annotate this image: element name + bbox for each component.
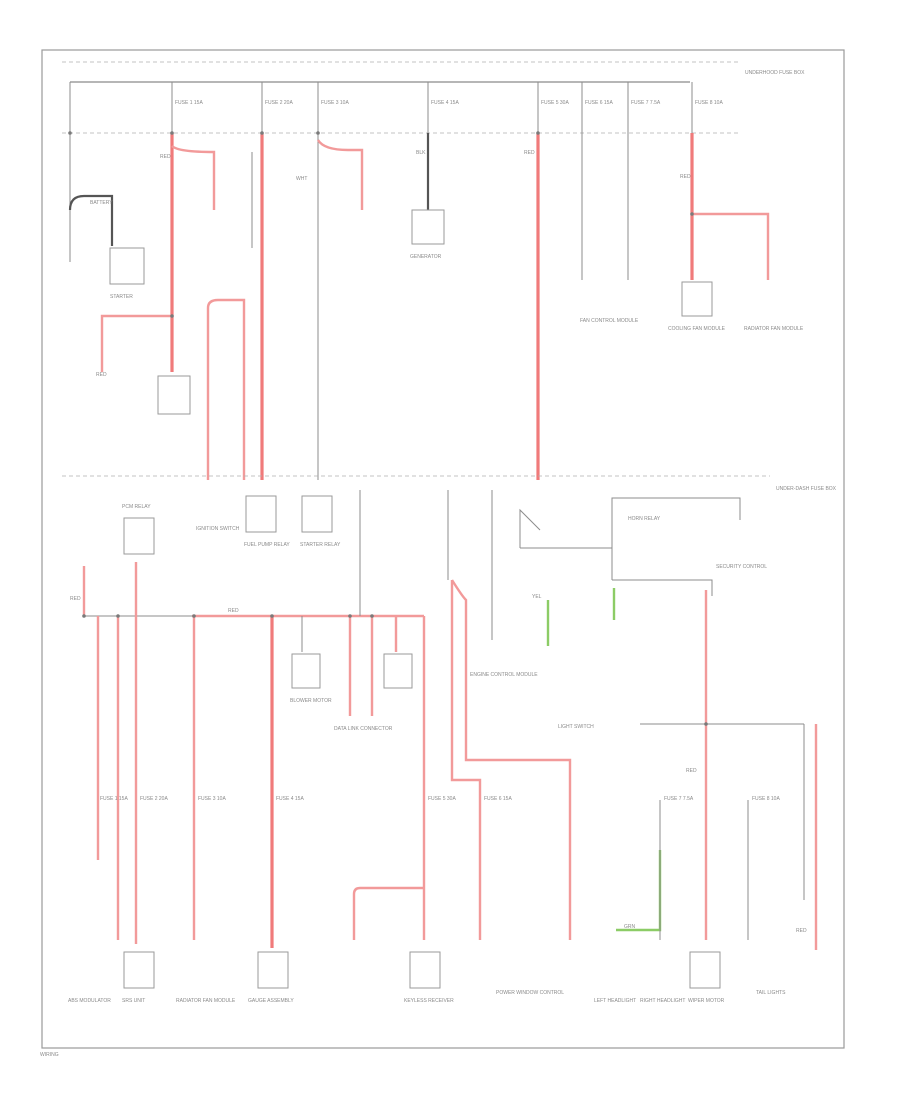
svg-text:FUSE 5 30A: FUSE 5 30A	[428, 796, 456, 802]
svg-text:RED: RED	[524, 150, 535, 156]
svg-text:FUSE 8 10A: FUSE 8 10A	[752, 796, 780, 802]
wire-red-starter-relay	[206, 298, 246, 480]
starter-box	[109, 247, 145, 285]
label-ignition-switch: IGNITION SWITCH	[196, 526, 240, 532]
svg-text:FUSE 6 15A: FUSE 6 15A	[585, 100, 613, 106]
horn-relay-box	[611, 497, 741, 580]
fuel-pump-box	[245, 495, 277, 533]
label-gauge: GAUGE ASSEMBLY	[248, 998, 294, 1004]
battery-ground	[68, 194, 114, 246]
top-fuse-drops	[69, 82, 693, 133]
label-horn-relay: HORN RELAY	[628, 516, 661, 522]
bottom-fuse-labels: FUSE 1 15A FUSE 2 20A FUSE 3 10A FUSE 4 …	[100, 796, 780, 802]
footer-code: WIRING	[40, 1052, 59, 1058]
top-fuse-labels: FUSE 1 15A FUSE 2 20A FUSE 3 10A FUSE 4 …	[175, 100, 723, 106]
svg-text:RED: RED	[228, 608, 239, 614]
label-pcm-relay: PCM RELAY	[122, 504, 151, 510]
svg-text:RED: RED	[96, 372, 107, 378]
label-fuel-pump: FUEL PUMP RELAY	[244, 542, 290, 548]
wiper-box	[689, 951, 721, 989]
label-battery: BATTERY	[90, 200, 113, 206]
condenser-fan-box	[681, 281, 713, 317]
svg-text:WHT: WHT	[296, 176, 307, 182]
svg-text:BLK: BLK	[416, 150, 426, 156]
svg-text:RED: RED	[160, 154, 171, 160]
diagram-frame	[41, 49, 845, 1049]
label-right-lamp: RIGHT HEADLIGHT	[640, 998, 685, 1004]
blower-motor-box	[291, 653, 321, 689]
splice-nodes	[68, 131, 708, 726]
label-grn-wire: GRN	[624, 924, 636, 930]
svg-text:YEL: YEL	[532, 594, 542, 600]
label-power-window: POWER WINDOW CONTROL	[496, 990, 564, 996]
label-light-switch: LIGHT SWITCH	[558, 724, 594, 730]
wire-red-center-diag	[450, 580, 482, 940]
svg-text:FUSE 5 30A: FUSE 5 30A	[541, 100, 569, 106]
keyless-box	[409, 951, 441, 989]
label-wiper: WIPER MOTOR	[688, 998, 725, 1004]
wire-red-col-3-hook	[316, 139, 364, 210]
wire-red-top-left-hook	[171, 145, 216, 210]
label-data-link: DATA LINK CONNECTOR	[334, 726, 393, 732]
label-starter: STARTER	[110, 294, 133, 300]
label-generator: GENERATOR	[410, 254, 442, 260]
svg-text:FUSE 1 15A: FUSE 1 15A	[175, 100, 203, 106]
data-link-box	[383, 653, 413, 689]
svg-text:FUSE 2 20A: FUSE 2 20A	[265, 100, 293, 106]
svg-text:FUSE 3 10A: FUSE 3 10A	[321, 100, 349, 106]
fan-relay-box	[157, 375, 191, 415]
label-power-dist-top: UNDERHOOD FUSE BOX	[745, 70, 805, 76]
svg-text:FUSE 4 15A: FUSE 4 15A	[276, 796, 304, 802]
srs-unit-box	[123, 951, 155, 989]
wire-red-fan-right-branch	[692, 212, 770, 280]
wire-red-bottom-hook	[352, 886, 424, 940]
label-engine-ctrl: ENGINE CONTROL MODULE	[470, 672, 538, 678]
svg-text:RED: RED	[70, 596, 81, 602]
svg-text:FUSE 3 10A: FUSE 3 10A	[198, 796, 226, 802]
horn-relay-lower	[612, 579, 713, 596]
wire-red-center-diag-2	[450, 579, 572, 940]
svg-text:FUSE 8 10A: FUSE 8 10A	[695, 100, 723, 106]
label-blower-motor: BLOWER MOTOR	[290, 698, 332, 704]
wire-color-annotations: RED RED WHT BLK RED RED RED RED YEL RED …	[70, 150, 807, 934]
label-power-dist-mid: UNDER-DASH FUSE BOX	[776, 486, 837, 492]
gauge-box	[257, 951, 289, 989]
label-starter-relay: STARTER RELAY	[300, 542, 341, 548]
svg-text:FUSE 2 20A: FUSE 2 20A	[140, 796, 168, 802]
svg-text:FUSE 1 15A: FUSE 1 15A	[100, 796, 128, 802]
svg-text:RED: RED	[796, 928, 807, 934]
svg-text:FUSE 7 7.5A: FUSE 7 7.5A	[631, 100, 661, 106]
label-tail: TAIL LIGHTS	[756, 990, 786, 996]
wire-red-left-branch	[100, 314, 172, 372]
label-left-lamp: LEFT HEADLIGHT	[594, 998, 636, 1004]
label-srs-unit: SRS UNIT	[122, 998, 145, 1004]
label-condenser-fan: COOLING FAN MODULE	[668, 326, 726, 332]
label-fan-control-top: FAN CONTROL MODULE	[580, 318, 639, 324]
label-abs-unit: ABS MODULATOR	[68, 998, 111, 1004]
pcm-relay-box	[123, 517, 155, 555]
svg-text:RED: RED	[680, 174, 691, 180]
svg-text:FUSE 7 7.5A: FUSE 7 7.5A	[664, 796, 694, 802]
ignition-switch-box	[519, 508, 612, 549]
svg-text:RED: RED	[686, 768, 697, 774]
generator-box	[411, 209, 445, 245]
svg-text:FUSE 4 15A: FUSE 4 15A	[431, 100, 459, 106]
label-radiator-fan: RADIATOR FAN MODULE	[744, 326, 804, 332]
label-security: SECURITY CONTROL	[716, 564, 767, 570]
svg-text:FUSE 6 15A: FUSE 6 15A	[484, 796, 512, 802]
label-radiator-bottom: RADIATOR FAN MODULE	[176, 998, 236, 1004]
label-keyless: KEYLESS RECEIVER	[404, 998, 454, 1004]
starter-relay-box	[301, 495, 333, 533]
wire-green-bottom	[616, 850, 662, 932]
